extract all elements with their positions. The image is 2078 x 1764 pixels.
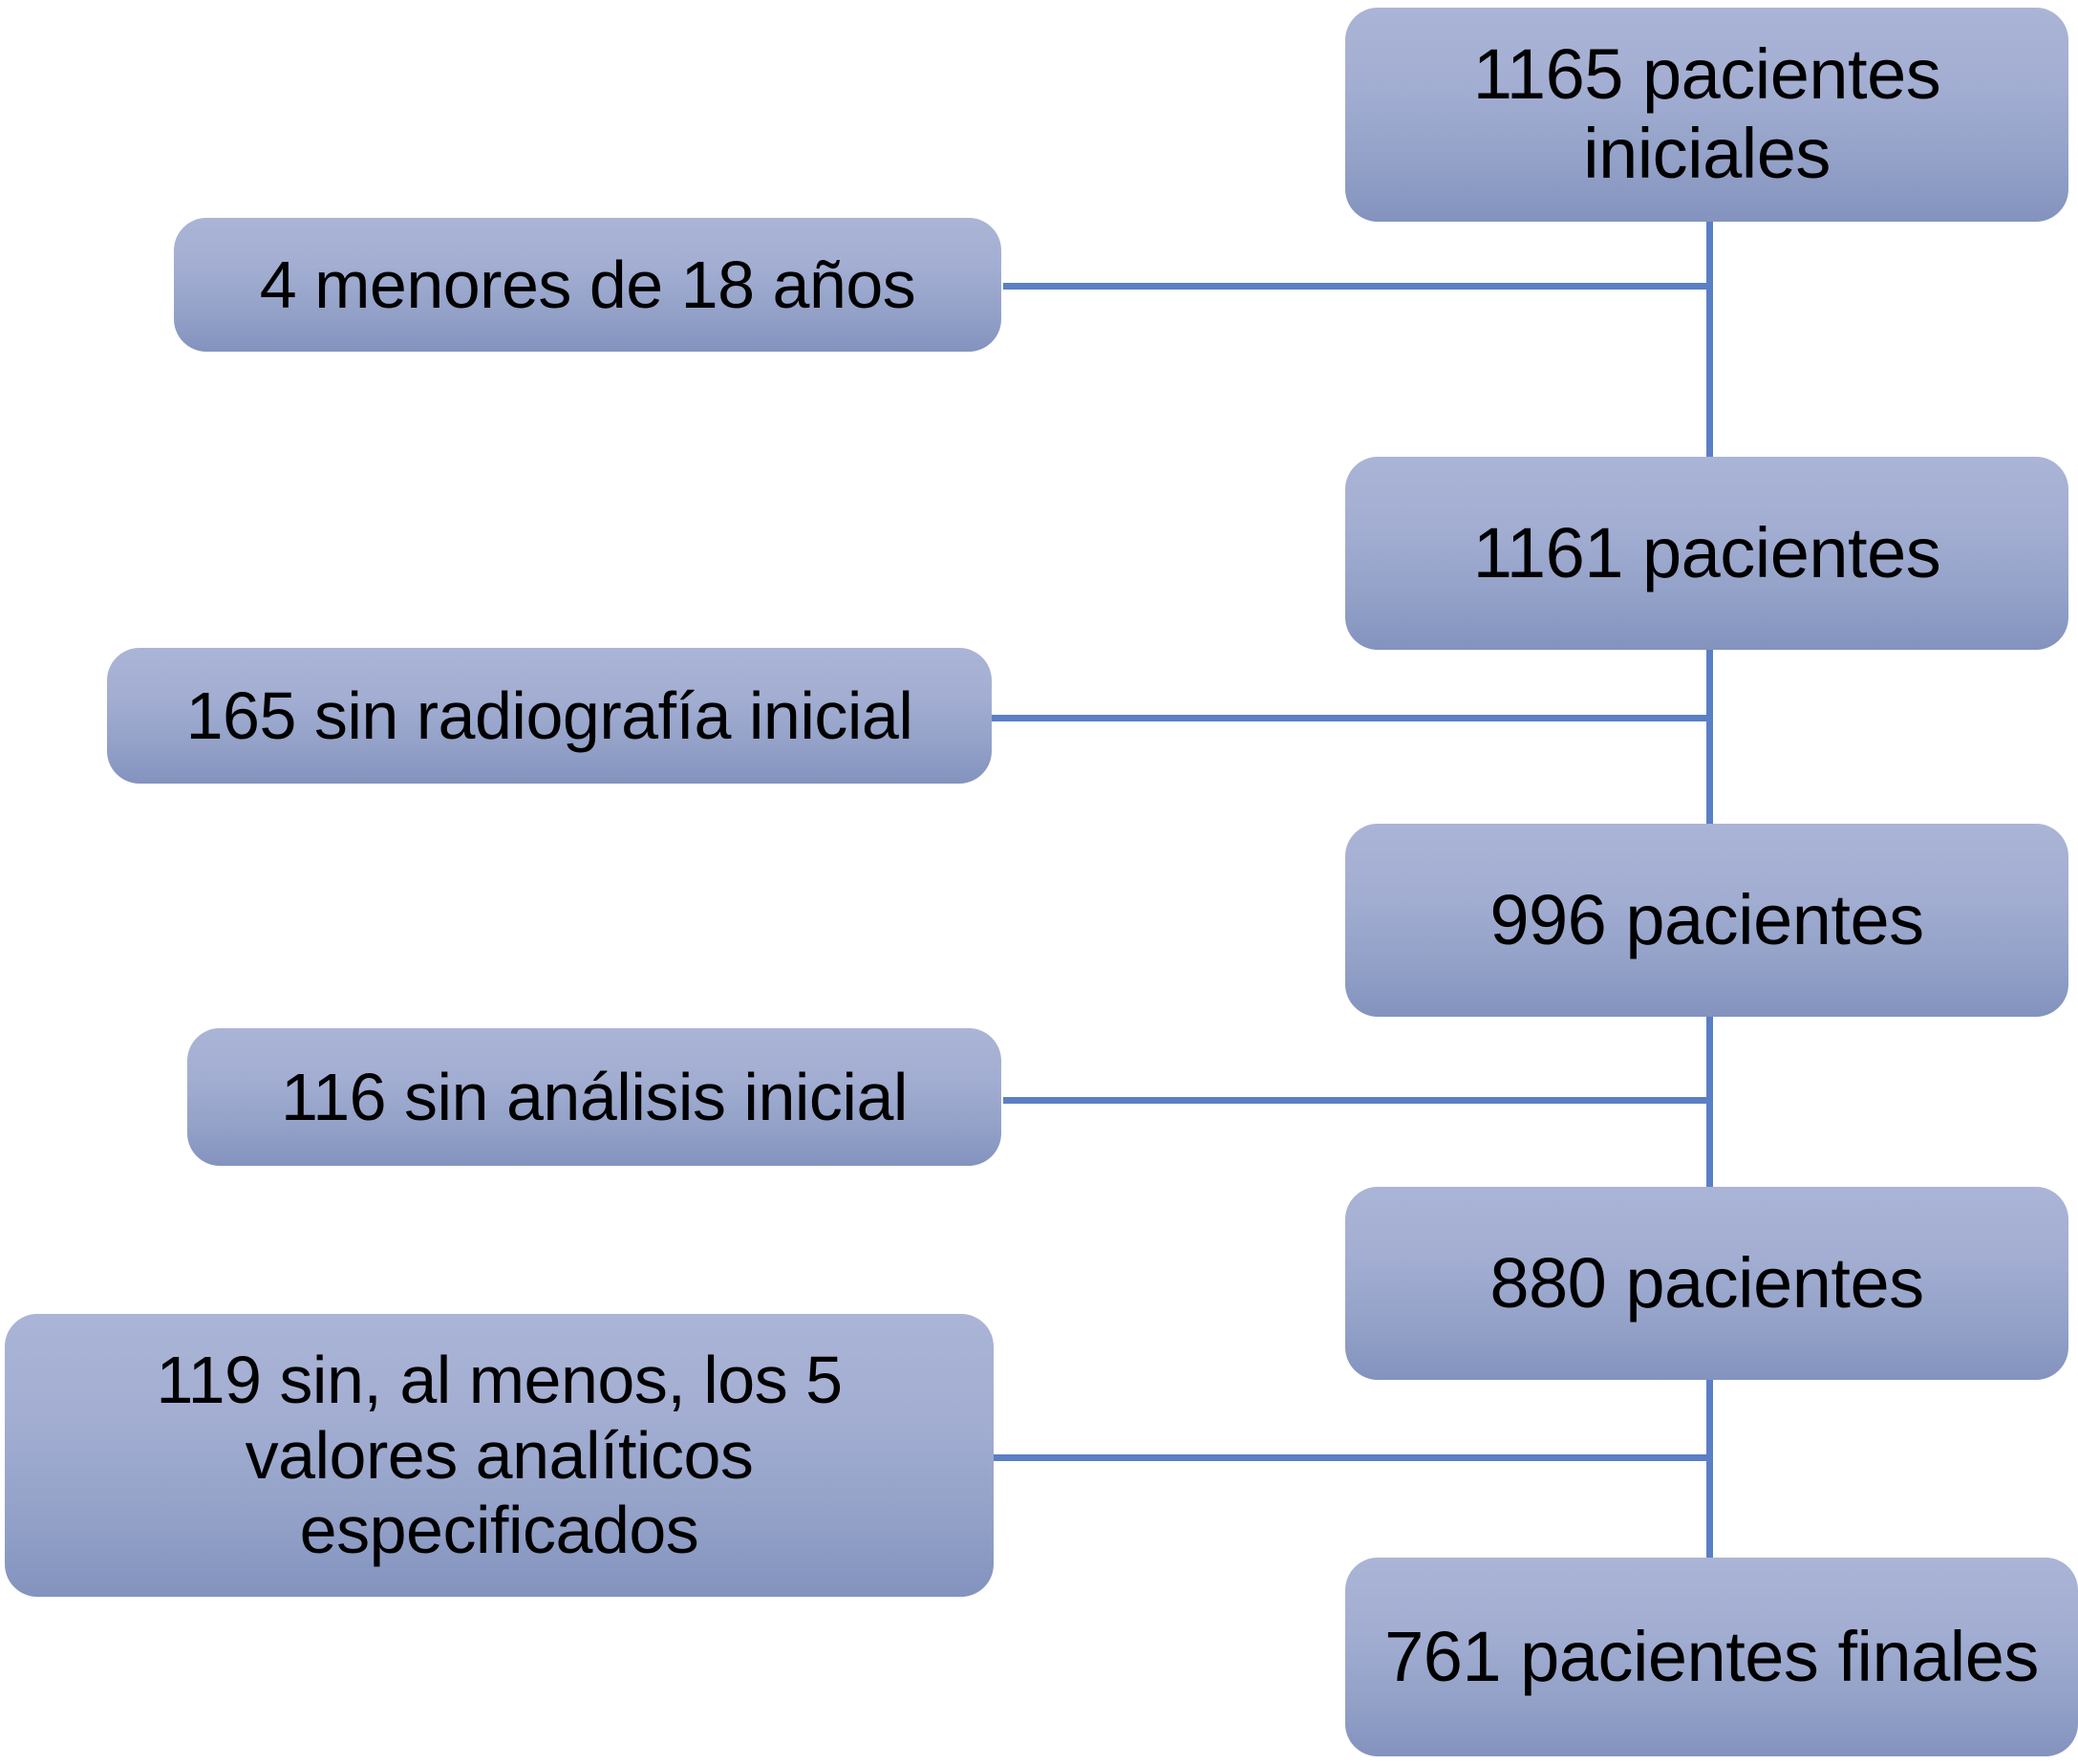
exclusion-node-label: 119 sin, al menos, los 5 valores analíti… <box>156 1343 843 1568</box>
flow-node-label: 761 pacientes finales <box>1384 1616 2039 1696</box>
flow-node-final-patients[interactable]: 761 pacientes finales <box>1345 1558 2078 1756</box>
flow-node-initial-patients[interactable]: 1165 pacientes iniciales <box>1345 8 2068 222</box>
exclusion-node-no-analysis[interactable]: 116 sin análisis inicial <box>187 1028 1001 1166</box>
flow-node-label: 880 pacientes <box>1489 1242 1924 1323</box>
flow-spine-segment-3 <box>1706 648 1713 825</box>
exclusion-node-missing-lab-values[interactable]: 119 sin, al menos, los 5 valores analíti… <box>5 1314 994 1597</box>
exclusion-node-label: 116 sin análisis inicial <box>281 1059 908 1134</box>
exclusion-connector-2 <box>992 715 1710 721</box>
exclusion-node-no-radiograph[interactable]: 165 sin radiografía inicial <box>107 648 992 784</box>
flow-spine-segment-1 <box>1706 218 1713 334</box>
flow-node-label: 996 pacientes <box>1489 879 1924 959</box>
flow-node-label: 1165 pacientes iniciales <box>1472 34 1941 193</box>
exclusion-node-label: 165 sin radiografía inicial <box>185 678 913 753</box>
flow-node-after-age-exclusion[interactable]: 1161 pacientes <box>1345 457 2068 650</box>
flow-node-after-radiograph-exclusion[interactable]: 996 pacientes <box>1345 824 2068 1017</box>
exclusion-node-minors[interactable]: 4 menores de 18 años <box>174 218 1001 352</box>
flow-spine-segment-5 <box>1706 1378 1713 1560</box>
exclusion-connector-1 <box>1003 283 1710 290</box>
flow-node-after-analysis-exclusion[interactable]: 880 pacientes <box>1345 1187 2068 1380</box>
flow-node-label: 1161 pacientes <box>1472 512 1941 592</box>
exclusion-node-label: 4 menores de 18 años <box>259 247 916 322</box>
exclusion-connector-3 <box>1003 1097 1710 1104</box>
exclusion-connector-4 <box>994 1454 1710 1461</box>
flow-spine-segment-2 <box>1706 334 1713 459</box>
